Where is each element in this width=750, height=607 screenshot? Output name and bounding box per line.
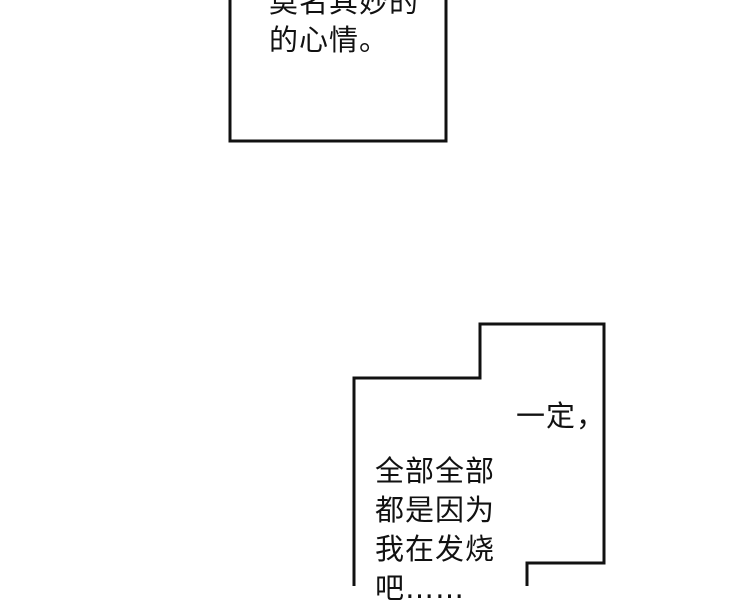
top-caption-line-1: 莫名其妙的 [269, 0, 420, 19]
bottom-caption-box [352, 322, 606, 586]
speech-box-outlines [228, 0, 606, 586]
top-caption-box [228, 0, 448, 143]
top-caption-line-2: 的心情。 [269, 23, 390, 57]
bottom-caption-line-2: 都是因为 [375, 493, 496, 527]
bottom-caption-first-line: 一定， [516, 399, 607, 433]
bottom-caption-line-3: 我在发烧 [375, 532, 496, 566]
bottom-caption-line-4: 吧…… [375, 571, 466, 605]
bottom-caption-line-1: 全部全部 [375, 454, 496, 488]
